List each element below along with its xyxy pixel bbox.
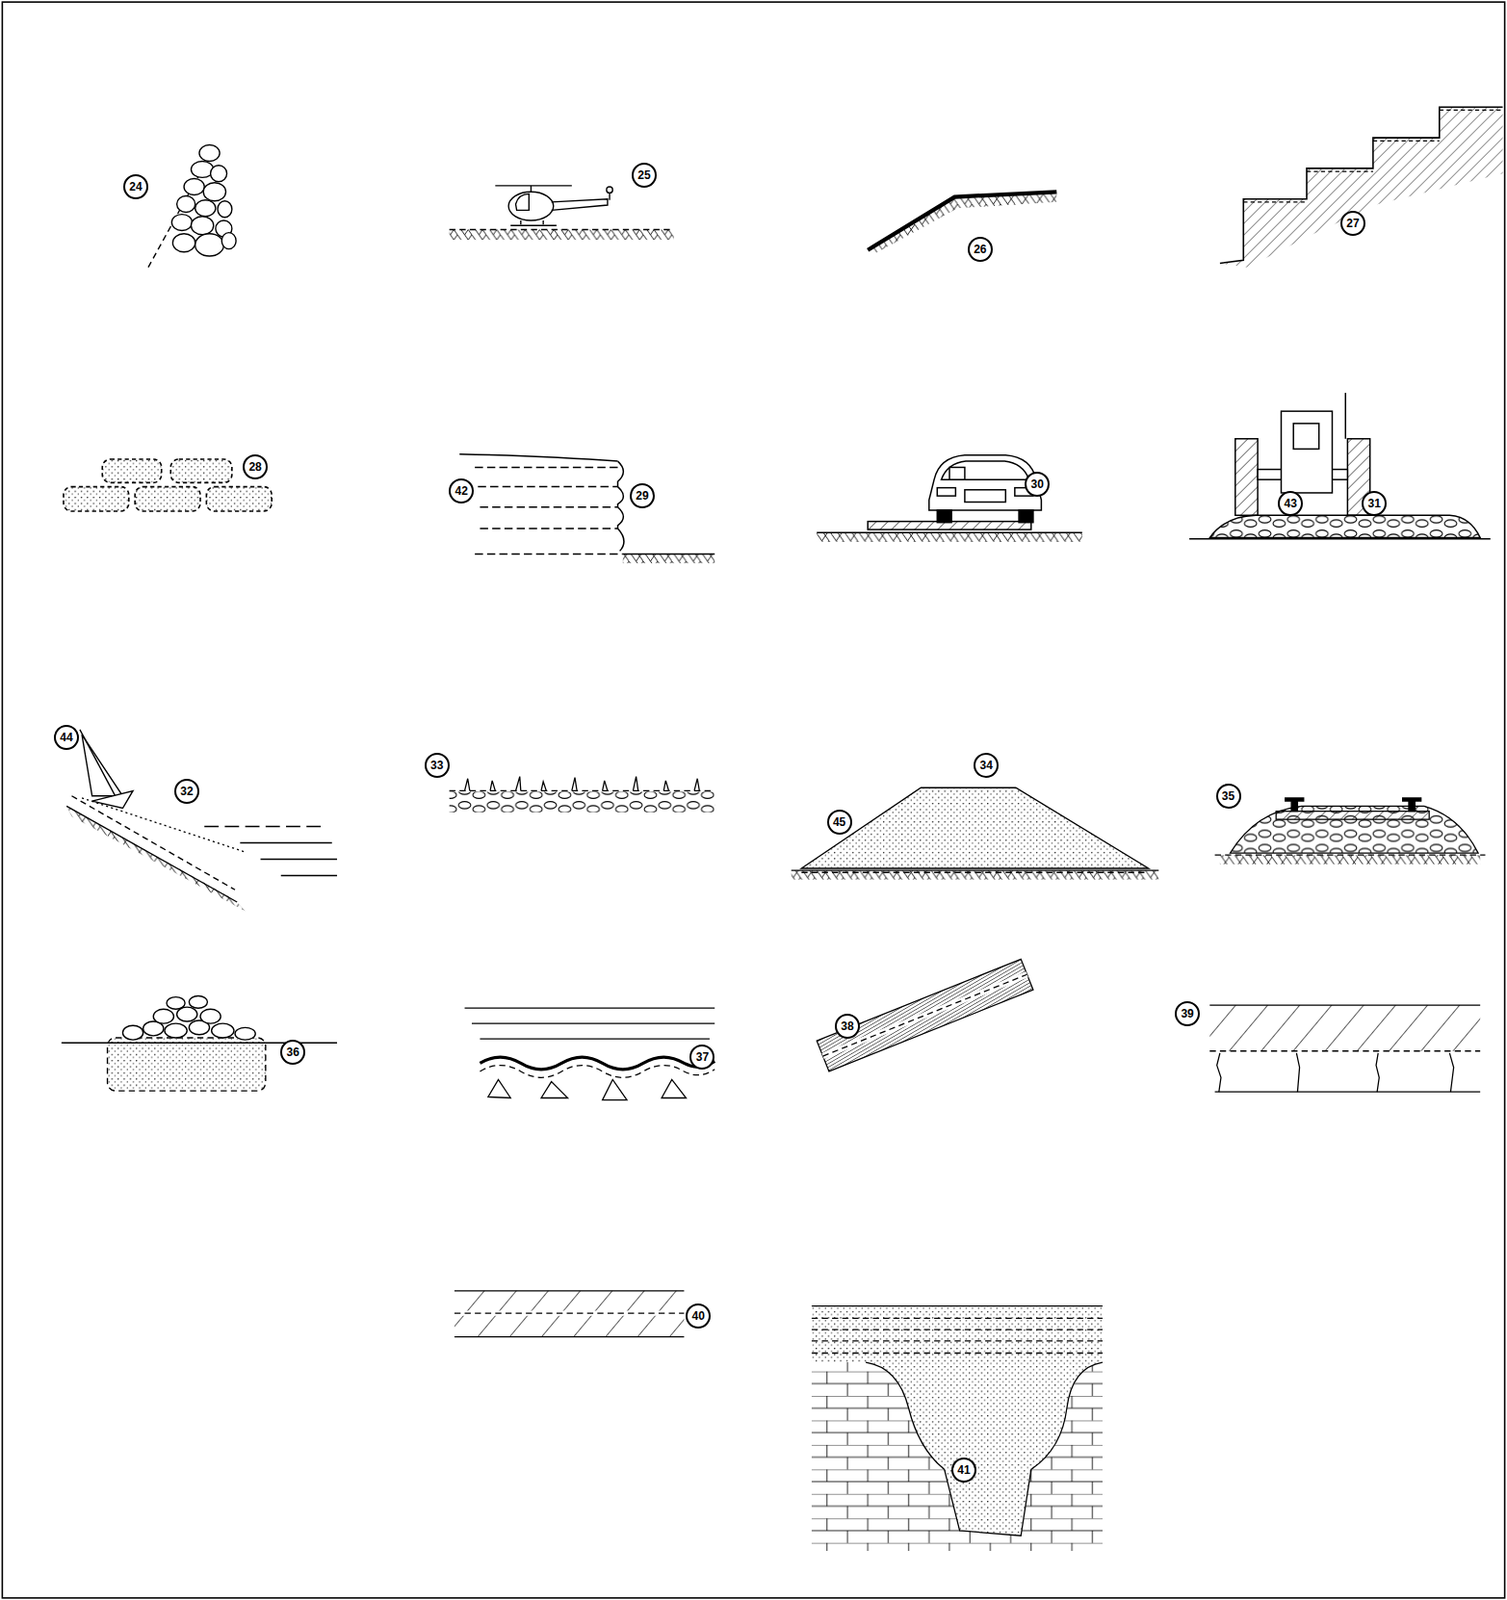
callout-number: 33 <box>430 759 443 772</box>
callout-number: 45 <box>832 816 846 829</box>
callout-number: 43 <box>1284 497 1298 510</box>
callout-number: 24 <box>129 181 142 193</box>
callout-circle: 41 <box>951 1457 977 1483</box>
sinkhole <box>811 1306 1103 1552</box>
callout-number: 30 <box>1031 478 1044 491</box>
callout-number: 27 <box>1346 217 1359 230</box>
callout-number: 37 <box>696 1051 709 1064</box>
callout-number: 34 <box>980 759 993 772</box>
callout-circle: 25 <box>631 162 657 188</box>
callout-number: 29 <box>635 490 649 502</box>
filled-container <box>61 996 338 1092</box>
callout-number: 35 <box>1221 790 1235 803</box>
bulldozer <box>1189 392 1491 540</box>
callout-circle: 44 <box>53 725 79 751</box>
callout-number: 42 <box>455 485 468 497</box>
callout-circle: 27 <box>1340 210 1366 236</box>
callout-circle: 24 <box>123 174 149 200</box>
callout-number: 40 <box>692 1310 705 1323</box>
cracked-layer <box>1209 1005 1481 1092</box>
callout-circle: 30 <box>1024 471 1050 497</box>
callout-circle: 34 <box>973 753 999 779</box>
callout-number: 38 <box>840 1020 854 1033</box>
callout-circle: 29 <box>629 483 655 509</box>
riverbed-protection <box>465 1008 716 1100</box>
callout-number: 25 <box>637 169 650 182</box>
car-on-mat <box>816 455 1083 543</box>
embankment <box>791 787 1160 880</box>
inclined-band <box>816 959 1034 1072</box>
grass-revetment <box>449 777 716 813</box>
callout-circle: 31 <box>1361 491 1387 517</box>
callout-number: 31 <box>1367 497 1380 510</box>
railway-ballast <box>1215 798 1486 865</box>
sand-bags <box>63 459 272 512</box>
callout-number: 44 <box>59 731 73 744</box>
callout-number: 39 <box>1180 1008 1194 1020</box>
callout-circle: 45 <box>827 809 853 835</box>
rock-wall <box>148 142 236 267</box>
wrapped-wall <box>459 454 715 564</box>
callout-number: 28 <box>248 461 261 473</box>
helicopter-pad <box>449 185 675 240</box>
callout-circle: 33 <box>424 753 450 779</box>
callout-number: 26 <box>973 243 987 256</box>
callout-number: 32 <box>180 785 193 798</box>
terraced-slope <box>1220 106 1504 267</box>
callout-circle: 35 <box>1216 783 1242 809</box>
callout-circle: 39 <box>1174 1001 1200 1027</box>
callout-circle: 26 <box>967 236 993 262</box>
callout-circle: 37 <box>689 1044 715 1070</box>
sailboat-shore <box>66 729 338 912</box>
callout-number: 41 <box>957 1464 970 1477</box>
callout-number: 36 <box>286 1046 300 1059</box>
callout-circle: 38 <box>834 1013 860 1040</box>
callout-circle: 32 <box>174 779 200 805</box>
callout-circle: 42 <box>448 478 474 504</box>
layer-band <box>454 1291 684 1338</box>
slope <box>867 191 1057 254</box>
callout-circle: 43 <box>1277 491 1303 517</box>
callout-circle: 40 <box>685 1303 711 1329</box>
callout-circle: 28 <box>242 454 268 480</box>
callout-circle: 36 <box>280 1039 306 1066</box>
